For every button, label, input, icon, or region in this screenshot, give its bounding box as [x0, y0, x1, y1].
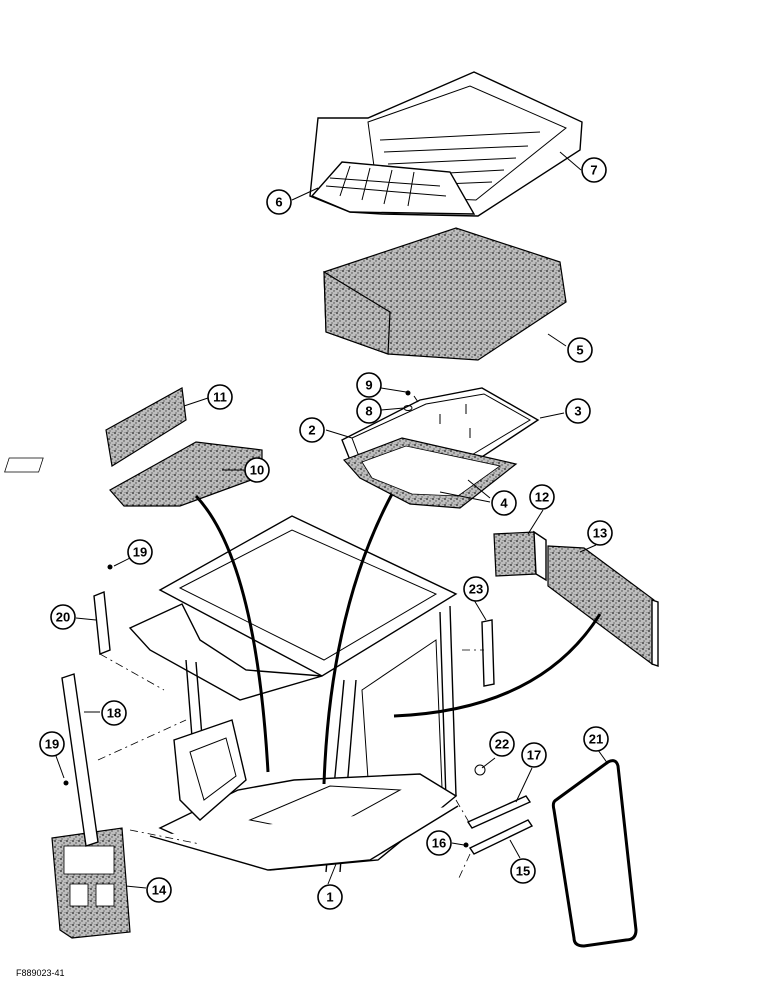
- callout-23-label: 23: [469, 582, 483, 597]
- side-insulation-panel: [105, 387, 187, 467]
- callout-21: 21: [583, 726, 609, 752]
- callout-15: 15: [510, 858, 536, 884]
- callout-18: 18: [101, 700, 127, 726]
- callout-16-label: 16: [432, 836, 446, 851]
- corner-insulation: [493, 530, 547, 582]
- callout-2: 2: [299, 417, 325, 443]
- callout-23: 23: [463, 576, 489, 602]
- callout-13: 13: [587, 520, 613, 546]
- callout-7-label: 7: [590, 163, 597, 178]
- floor-mat: [309, 71, 583, 217]
- sill-strip-15: [468, 819, 534, 855]
- callout-19-bottom-label: 19: [45, 737, 59, 752]
- callout-4: 4: [491, 490, 517, 516]
- callout-2-label: 2: [308, 423, 315, 438]
- trim-strip-23: [481, 619, 495, 687]
- trim-strip-20: [93, 591, 111, 655]
- callout-9: 9: [356, 372, 382, 398]
- callout-7: 7: [581, 157, 607, 183]
- callout-10-label: 10: [250, 463, 264, 478]
- cab-frame: [128, 515, 459, 873]
- callout-3: 3: [565, 398, 591, 424]
- window-seal: [551, 759, 638, 948]
- callout-1: 1: [317, 884, 343, 910]
- callout-1-label: 1: [326, 890, 333, 905]
- callout-22-label: 22: [495, 737, 509, 752]
- figure-code: F889023-41: [16, 968, 65, 978]
- callout-22: 22: [489, 731, 515, 757]
- callout-6: 6: [266, 189, 292, 215]
- callout-12: 12: [529, 484, 555, 510]
- callout-18-label: 18: [107, 706, 121, 721]
- callout-17-label: 17: [527, 748, 541, 763]
- floor-insulation: [323, 227, 567, 361]
- callout-11-label: 11: [213, 390, 227, 405]
- callout-3-label: 3: [574, 404, 581, 419]
- callout-16: 16: [426, 830, 452, 856]
- callout-4-label: 4: [500, 496, 508, 511]
- callout-13-label: 13: [593, 526, 607, 541]
- sill-strip-17: [466, 795, 532, 829]
- callout-17: 17: [521, 742, 547, 768]
- callout-19-bottom: 19: [39, 731, 65, 757]
- hardware-items: [63, 390, 486, 848]
- callout-6-label: 6: [275, 195, 282, 210]
- callout-11: 11: [207, 384, 233, 410]
- callout-5-label: 5: [576, 343, 583, 358]
- callout-14-label: 14: [152, 883, 167, 898]
- alignment-lines: [97, 649, 484, 881]
- callout-8: 8: [356, 398, 382, 424]
- callout-leaders: [55, 151, 609, 889]
- front-lower-panel: [51, 827, 131, 939]
- callout-8-label: 8: [365, 404, 372, 419]
- callout-12-label: 12: [535, 490, 549, 505]
- callout-15-label: 15: [516, 864, 530, 879]
- rear-insulation: [547, 545, 659, 667]
- callout-20: 20: [50, 604, 76, 630]
- callout-20-label: 20: [56, 610, 70, 625]
- trim-strip-18: [61, 673, 99, 847]
- callout-19-top: 19: [127, 539, 153, 565]
- callout-10: 10: [244, 457, 270, 483]
- callout-21-label: 21: [589, 732, 603, 747]
- callout-5: 5: [567, 337, 593, 363]
- callout-19-top-label: 19: [133, 545, 147, 560]
- callout-14: 14: [146, 877, 172, 903]
- callout-9-label: 9: [365, 378, 372, 393]
- install-leaders: [194, 493, 602, 785]
